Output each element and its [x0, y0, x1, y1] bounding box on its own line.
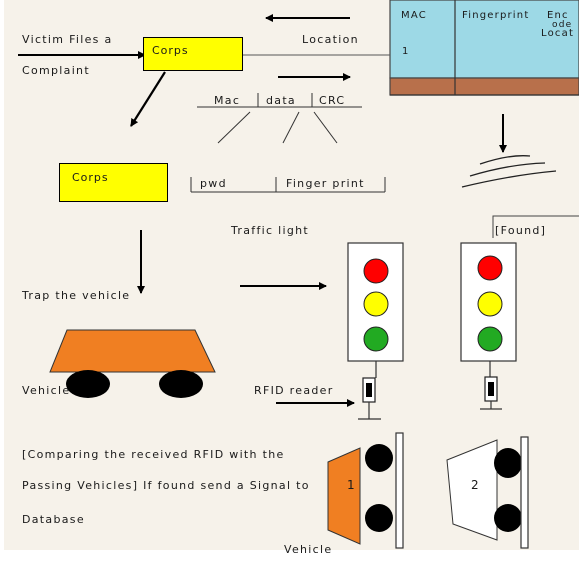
comparing-text-line2: Passing Vehicles] If found send a Signal…	[22, 479, 310, 492]
packet-data-label: data	[266, 94, 296, 107]
packet-crc-label: CRC	[319, 94, 346, 107]
vehicle-2-icon	[446, 436, 529, 549]
packet-pwd-label: pwd	[200, 177, 227, 190]
vehicle-left-icon	[49, 329, 216, 398]
db-row-number: 1	[402, 46, 410, 57]
database-table	[389, 0, 579, 96]
vehicle-bottom-label: Vehicle	[284, 543, 333, 556]
db-column-location: Locat	[541, 28, 575, 39]
vehicle-1-number: 1	[347, 478, 356, 492]
trap-vehicle-label: Trap the vehicle	[22, 289, 131, 302]
corps-box-lower: Corps	[59, 163, 168, 202]
db-column-code: ode	[552, 20, 573, 30]
db-column-fingerprint: Fingerprint	[462, 10, 530, 21]
packet-mac-label: Mac	[214, 94, 241, 107]
found-label: [Found]	[495, 224, 547, 237]
traffic-light-2	[460, 242, 517, 410]
victim-complaint-line1: Victim Files a	[22, 33, 113, 46]
comparing-text-line1: [Comparing the received RFID with the	[22, 448, 285, 461]
packet-frame	[190, 93, 386, 193]
wireless-signal-icon	[461, 155, 557, 188]
db-column-enc: Enc	[547, 10, 569, 21]
corps-box-top: Corps	[143, 37, 243, 71]
corps-box-lower-label: Corps	[72, 171, 109, 184]
victim-complaint-line2: Complaint	[22, 64, 90, 77]
connector-found	[492, 215, 579, 238]
vehicle-left-label: Vehicle	[22, 384, 71, 397]
vehicle-2-number: 2	[471, 478, 480, 492]
corps-box-top-label: Corps	[152, 44, 189, 57]
comparing-text-line3: Database	[22, 513, 85, 526]
location-label: Location	[302, 33, 359, 46]
rfid-reader-label: RFID reader	[254, 384, 334, 397]
arrow-corps-down	[130, 71, 166, 127]
vehicle-1-icon	[327, 432, 404, 549]
packet-fingerprint-label: Finger print	[286, 177, 365, 190]
traffic-light-1	[347, 242, 404, 420]
db-column-mac: MAC	[401, 10, 427, 21]
traffic-light-label: Traffic light	[231, 224, 309, 237]
